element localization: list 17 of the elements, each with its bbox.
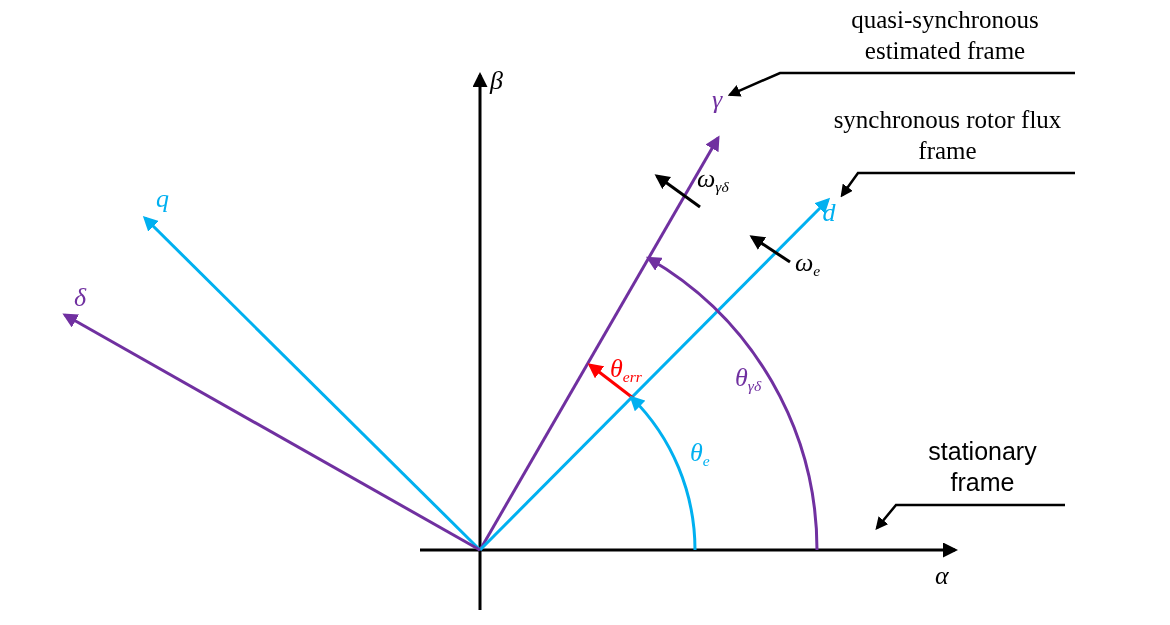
axis-label: ω$_{γδ}$ xyxy=(697,166,729,196)
axis-label: α xyxy=(935,563,949,589)
axis-label: d xyxy=(821,197,837,229)
frame-label: stationary frame xyxy=(927,436,1038,499)
leader-line xyxy=(840,171,1075,198)
leader-line xyxy=(875,503,1065,530)
axis-label: θ$_{γδ}$ xyxy=(735,365,762,395)
leader-line xyxy=(727,71,1075,97)
axis-label: θ$_{err}$ xyxy=(610,356,642,386)
axis-label: β xyxy=(490,68,503,94)
axis-label: q xyxy=(156,186,169,212)
axis-label: θ$_{e}$ xyxy=(690,440,710,470)
axis-label: γ xyxy=(710,84,724,116)
axis-label: ω$_{e}$ xyxy=(795,250,821,280)
axis-label: δ xyxy=(74,285,87,311)
frame-label: quasi-synchronous estimated frame xyxy=(850,5,1040,67)
frame-label: synchronous rotor flux frame xyxy=(832,105,1063,167)
